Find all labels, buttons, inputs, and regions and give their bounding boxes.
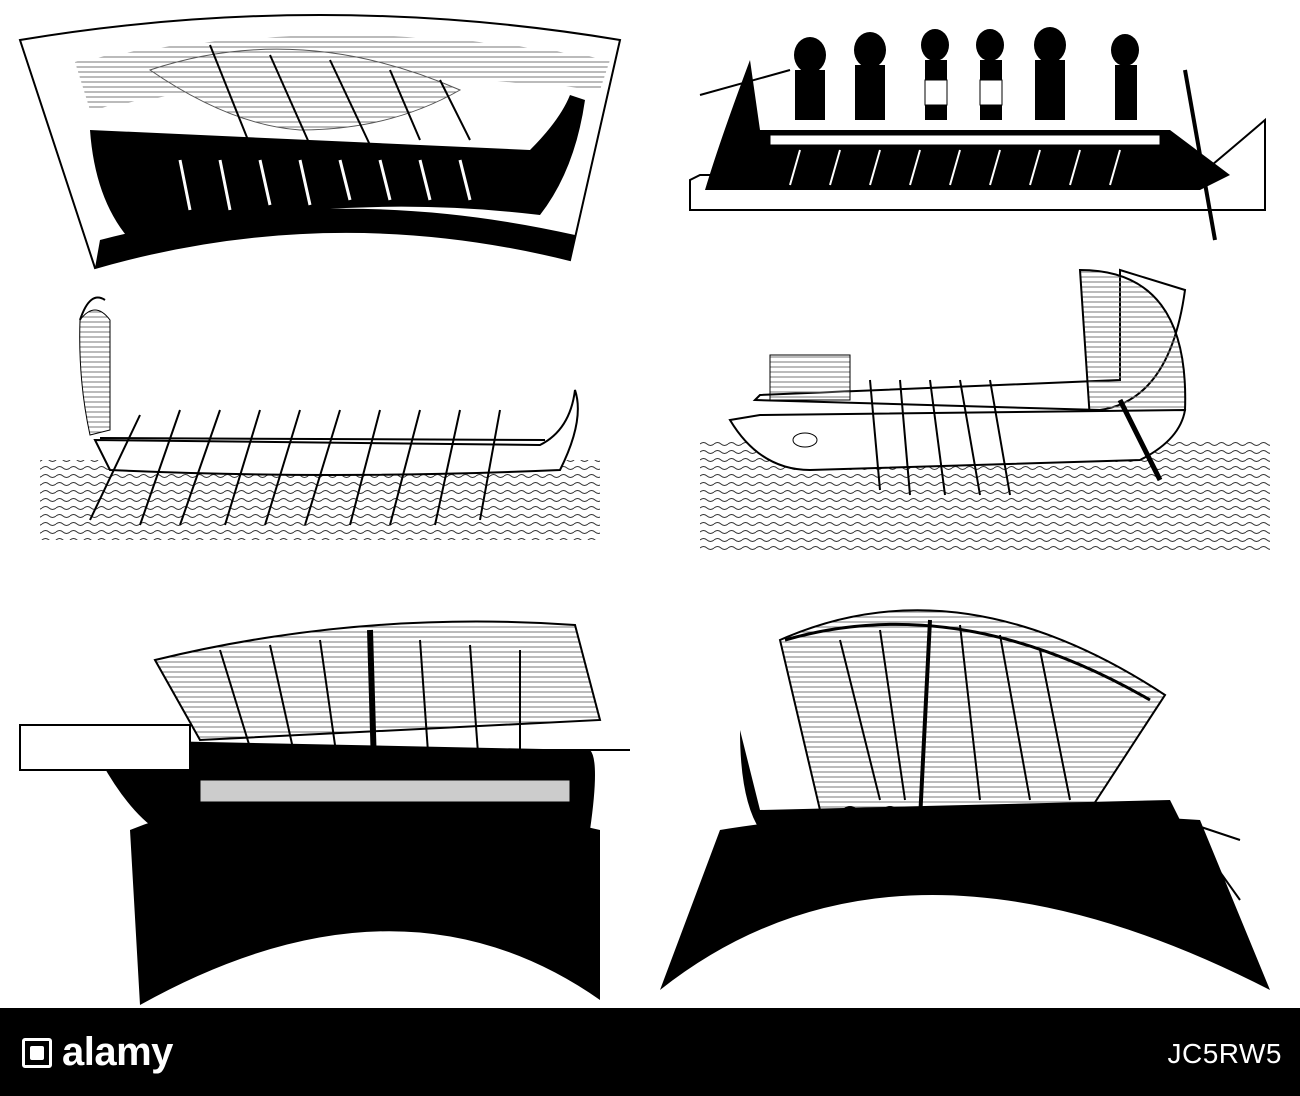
ships-engraving: [18, 14, 1270, 1005]
ship-illustration-4: [700, 268, 1270, 550]
alamy-wordmark: alamy: [62, 1030, 173, 1074]
stock-image-id: JC5RW5: [1167, 1038, 1282, 1069]
ship-illustration-2: [689, 27, 1266, 241]
ship-illustration-3: [40, 296, 600, 540]
ship-illustration-6: [660, 609, 1270, 990]
alamy-logo-icon: [22, 1037, 52, 1068]
ship-illustration-5: [19, 620, 630, 1005]
alamy-logo: alamy: [22, 1030, 173, 1075]
engraving-plate: [18, 14, 1270, 1005]
ship-illustration-1: [18, 14, 622, 270]
watermark-bar: alamy JC5RW5: [0, 1008, 1300, 1096]
